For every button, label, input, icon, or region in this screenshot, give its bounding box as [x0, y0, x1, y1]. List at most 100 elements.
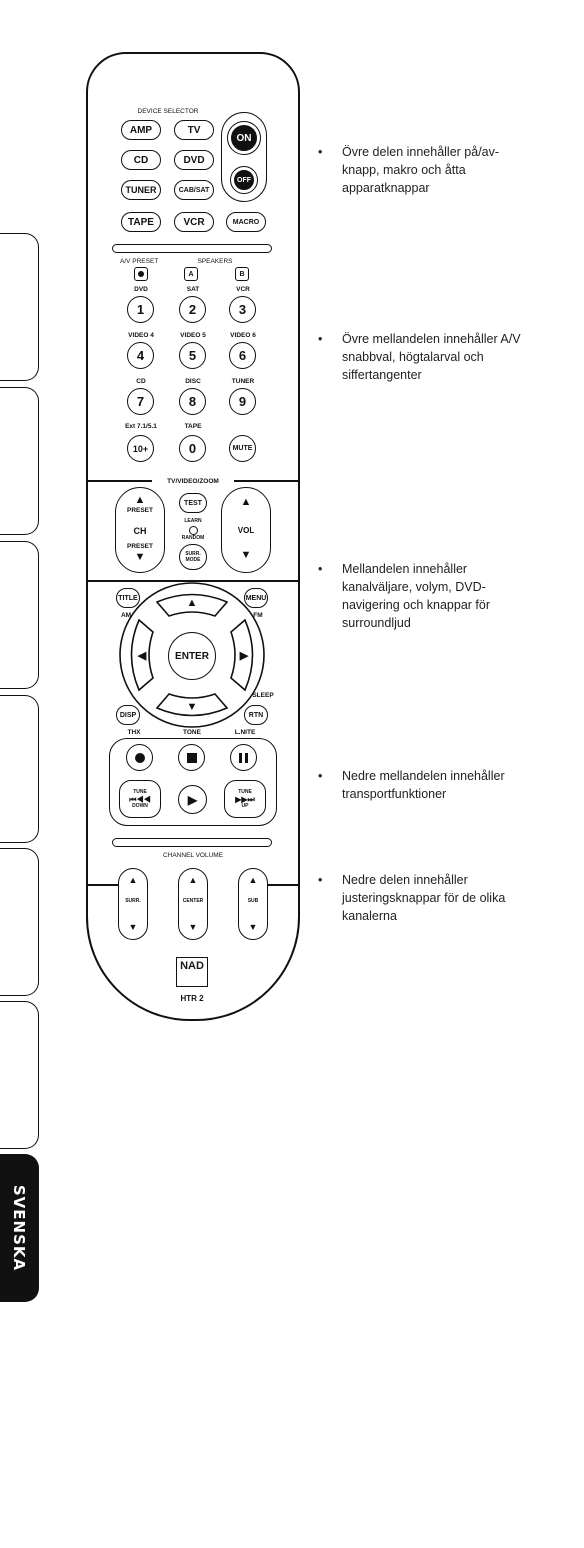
- key-5[interactable]: 5: [179, 342, 206, 369]
- macro-button[interactable]: MACRO: [226, 212, 266, 232]
- surr-mode-button[interactable]: SURR. MODE: [179, 544, 207, 570]
- side-tab-2: [0, 387, 39, 535]
- center-volume-rocker[interactable]: [178, 868, 208, 940]
- key-9[interactable]: 9: [229, 388, 256, 415]
- side-tab-4: [0, 695, 39, 843]
- vcr-button[interactable]: VCR: [174, 212, 214, 232]
- transport-panel: [109, 738, 277, 826]
- side-tab-6: [0, 1001, 39, 1149]
- bullet-bottom-section: • Nedre delen innehåller justeringsknapp…: [318, 871, 528, 925]
- numpad-label: DISC: [185, 378, 201, 385]
- remote-control: DEVICE SELECTOR AMP TV CD DVD TUNER CAB/…: [86, 52, 300, 1021]
- nav-right-arrow-icon[interactable]: ▶: [239, 650, 249, 662]
- tune-down-bottom-label: DOWN: [132, 802, 148, 809]
- key-2[interactable]: 2: [179, 296, 206, 323]
- ch-label: CH: [133, 526, 147, 536]
- key-1[interactable]: 1: [127, 296, 154, 323]
- stop-button[interactable]: [178, 744, 205, 771]
- speaker-a-button[interactable]: A: [184, 267, 198, 281]
- center-down-arrow-icon: ▼: [188, 922, 198, 932]
- nad-logo: NAD: [176, 957, 208, 987]
- rtn-button[interactable]: RTN: [244, 705, 268, 725]
- on-button[interactable]: ON: [227, 121, 261, 155]
- disp-button[interactable]: DISP: [116, 705, 140, 725]
- vol-label: VOL: [237, 526, 255, 535]
- am-label: AM: [120, 612, 132, 619]
- center-up-arrow-icon: ▲: [188, 875, 198, 885]
- vol-down-arrow-icon: ▼: [240, 549, 252, 561]
- channel-rocker[interactable]: [115, 487, 165, 573]
- sub-label: SUB: [247, 898, 259, 904]
- cab-sat-button[interactable]: CAB/SAT: [174, 180, 214, 200]
- volume-rocker[interactable]: [221, 487, 271, 573]
- sub-up-arrow-icon: ▲: [248, 875, 258, 885]
- key-3[interactable]: 3: [229, 296, 256, 323]
- section-divider-bar-top: [112, 244, 272, 253]
- amp-button[interactable]: AMP: [121, 120, 161, 140]
- enter-button[interactable]: ENTER: [168, 632, 216, 680]
- tape-button[interactable]: TAPE: [121, 212, 161, 232]
- bullet-text: Övre mellandelen innehåller A/V snabbval…: [342, 332, 521, 382]
- record-button[interactable]: [126, 744, 153, 771]
- nav-up-arrow-icon[interactable]: ▲: [186, 597, 198, 609]
- play-button[interactable]: ▶: [178, 785, 207, 814]
- record-icon: [134, 752, 145, 763]
- ch-preset-bottom-label: PRESET: [126, 543, 153, 550]
- channel-volume-label: CHANNEL VOLUME: [162, 852, 224, 859]
- numpad-label: SAT: [186, 286, 200, 293]
- surr-up-arrow-icon: ▲: [128, 875, 138, 885]
- surr-down-arrow-icon: ▼: [128, 922, 138, 932]
- numpad-label: CD: [136, 378, 146, 385]
- key-0[interactable]: 0: [179, 435, 206, 462]
- key-6[interactable]: 6: [229, 342, 256, 369]
- title-button[interactable]: TITLE: [116, 588, 140, 608]
- tv-button[interactable]: TV: [174, 120, 214, 140]
- sub-volume-rocker[interactable]: [238, 868, 268, 940]
- numpad-label: VIDEO 5: [180, 332, 206, 339]
- nav-left-arrow-icon[interactable]: ◀: [137, 650, 147, 662]
- section-divider-bar-bottom: [112, 838, 272, 847]
- surr-mode-label: SURR. MODE: [185, 551, 201, 563]
- ch-down-arrow-icon: ▼: [134, 551, 146, 563]
- skip-forward-icon: ▶▶⏭: [235, 794, 255, 804]
- tune-down-button[interactable]: TUNE ⏮◀◀ DOWN: [119, 780, 161, 818]
- channel-volume-line-left: [88, 884, 118, 886]
- numpad-label: TUNER: [231, 378, 255, 385]
- pause-button[interactable]: [230, 744, 257, 771]
- dvd-button[interactable]: DVD: [174, 150, 214, 170]
- off-button[interactable]: OFF: [230, 166, 258, 194]
- random-label: RANDOM: [181, 535, 205, 541]
- nav-down-arrow-icon[interactable]: ▼: [186, 701, 198, 713]
- skip-back-icon: ⏮◀◀: [129, 794, 151, 804]
- tv-video-zoom-label: TV/VIDEO/ZOOM: [152, 478, 234, 485]
- bullet-middle-section: • Mellandelen innehåller kanalväljare, v…: [318, 560, 528, 632]
- side-tab-label: SVENSKA: [10, 1184, 28, 1272]
- key-10-plus[interactable]: 10+: [127, 435, 154, 462]
- av-preset-button[interactable]: [134, 267, 148, 281]
- numpad-label: VIDEO 4: [128, 332, 154, 339]
- speaker-b-button[interactable]: B: [235, 267, 249, 281]
- menu-button[interactable]: MENU: [244, 588, 268, 608]
- lnite-label: L.NITE: [234, 729, 256, 736]
- nad-logo-text: NAD: [180, 960, 204, 972]
- vol-up-arrow-icon: ▲: [240, 496, 252, 508]
- key-7[interactable]: 7: [127, 388, 154, 415]
- learn-indicator-icon: [189, 526, 198, 535]
- tune-up-button[interactable]: TUNE ▶▶⏭ UP: [224, 780, 266, 818]
- test-button[interactable]: TEST: [179, 493, 207, 513]
- key-8[interactable]: 8: [179, 388, 206, 415]
- bullet-dot: •: [318, 562, 323, 576]
- cd-button[interactable]: CD: [121, 150, 161, 170]
- device-selector-label: DEVICE SELECTOR: [137, 108, 199, 115]
- bullet-lower-middle-section: • Nedre mellandelen innehåller transport…: [318, 767, 528, 803]
- play-icon: ▶: [187, 792, 198, 807]
- surr-volume-rocker[interactable]: [118, 868, 148, 940]
- ch-preset-top-label: PRESET: [126, 507, 153, 514]
- tuner-button[interactable]: TUNER: [121, 180, 161, 200]
- bullet-text: Nedre mellandelen innehåller transportfu…: [342, 769, 505, 801]
- mute-button[interactable]: MUTE: [229, 435, 256, 462]
- numpad-label: DVD: [134, 286, 148, 293]
- record-dot-icon: [138, 271, 144, 277]
- model-label: HTR 2: [180, 994, 204, 1003]
- key-4[interactable]: 4: [127, 342, 154, 369]
